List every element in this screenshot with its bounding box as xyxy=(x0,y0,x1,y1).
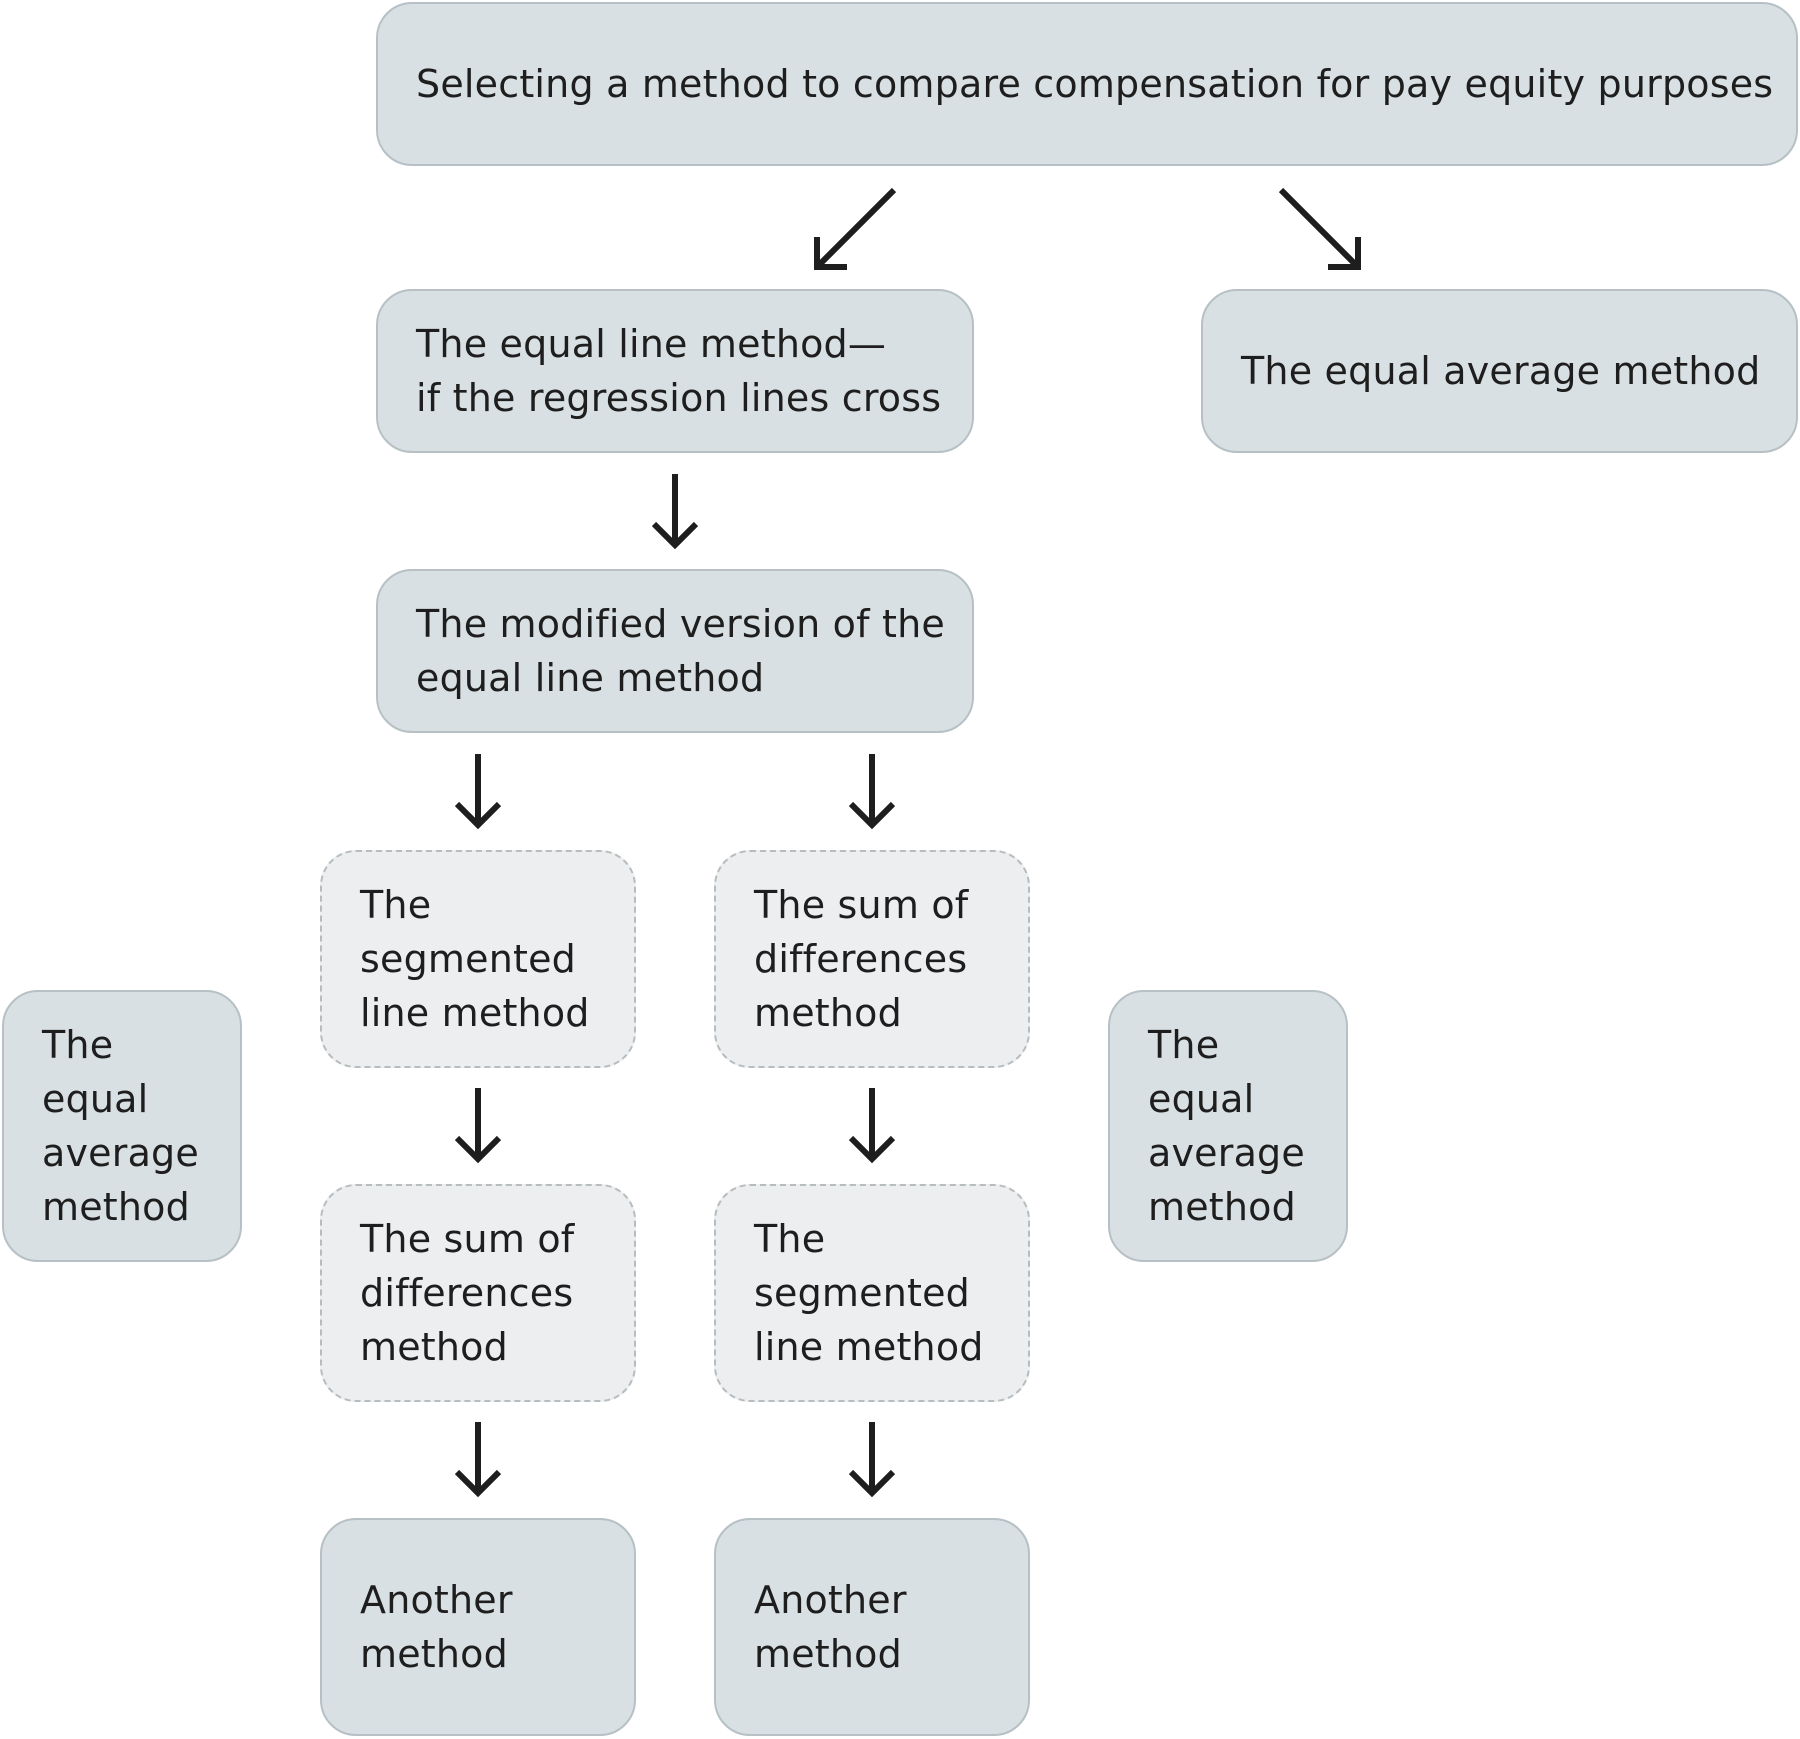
right-sum-of-differences-box: The sum of differences method xyxy=(714,850,1030,1068)
left-another-method-box-label: Another method xyxy=(360,1578,513,1676)
side-right-equal-average-box-label: The equal average method xyxy=(1148,1023,1305,1229)
arrow-left-sum-to-another xyxy=(454,1422,502,1498)
side-left-equal-average-box-label: The equal average method xyxy=(42,1023,199,1229)
arrow-root-to-equal-average xyxy=(1278,187,1361,270)
equal-average-top-box-label: The equal average method xyxy=(1241,349,1761,393)
right-another-method-box: Another method xyxy=(714,1518,1030,1736)
arrow-root-to-equal-line xyxy=(814,187,897,270)
left-another-method-box: Another method xyxy=(320,1518,636,1736)
root-box: Selecting a method to compare compensati… xyxy=(376,2,1798,166)
left-segmented-line-box-label: The segmented line method xyxy=(360,883,590,1035)
left-sum-of-differences-box-label: The sum of differences method xyxy=(360,1217,575,1369)
side-left-equal-average-box: The equal average method xyxy=(2,990,242,1262)
side-right-equal-average-box: The equal average method xyxy=(1108,990,1348,1262)
right-segmented-line-box: The segmented line method xyxy=(714,1184,1030,1402)
arrow-left-segmented-to-left-sum xyxy=(454,1088,502,1164)
root-box-label: Selecting a method to compare compensati… xyxy=(416,62,1774,106)
right-another-method-box-label: Another method xyxy=(754,1578,907,1676)
arrow-right-segmented-to-another xyxy=(848,1422,896,1498)
arrow-right-sum-to-right-segmented xyxy=(848,1088,896,1164)
arrow-modified-to-right-sum xyxy=(848,754,896,830)
right-segmented-line-box-label: The segmented line method xyxy=(754,1217,984,1369)
arrow-equal-line-to-modified xyxy=(651,474,699,550)
left-segmented-line-box: The segmented line method xyxy=(320,850,636,1068)
right-sum-of-differences-box-label: The sum of differences method xyxy=(754,883,969,1035)
left-sum-of-differences-box: The sum of differences method xyxy=(320,1184,636,1402)
arrow-modified-to-left-segmented xyxy=(454,754,502,830)
equal-line-box: The equal line method— if the regression… xyxy=(376,289,974,453)
equal-line-box-label: The equal line method— if the regression… xyxy=(416,322,942,420)
modified-equal-line-box: The modified version of the equal line m… xyxy=(376,569,974,733)
equal-average-top-box: The equal average method xyxy=(1201,289,1798,453)
modified-equal-line-box-label: The modified version of the equal line m… xyxy=(416,602,945,700)
